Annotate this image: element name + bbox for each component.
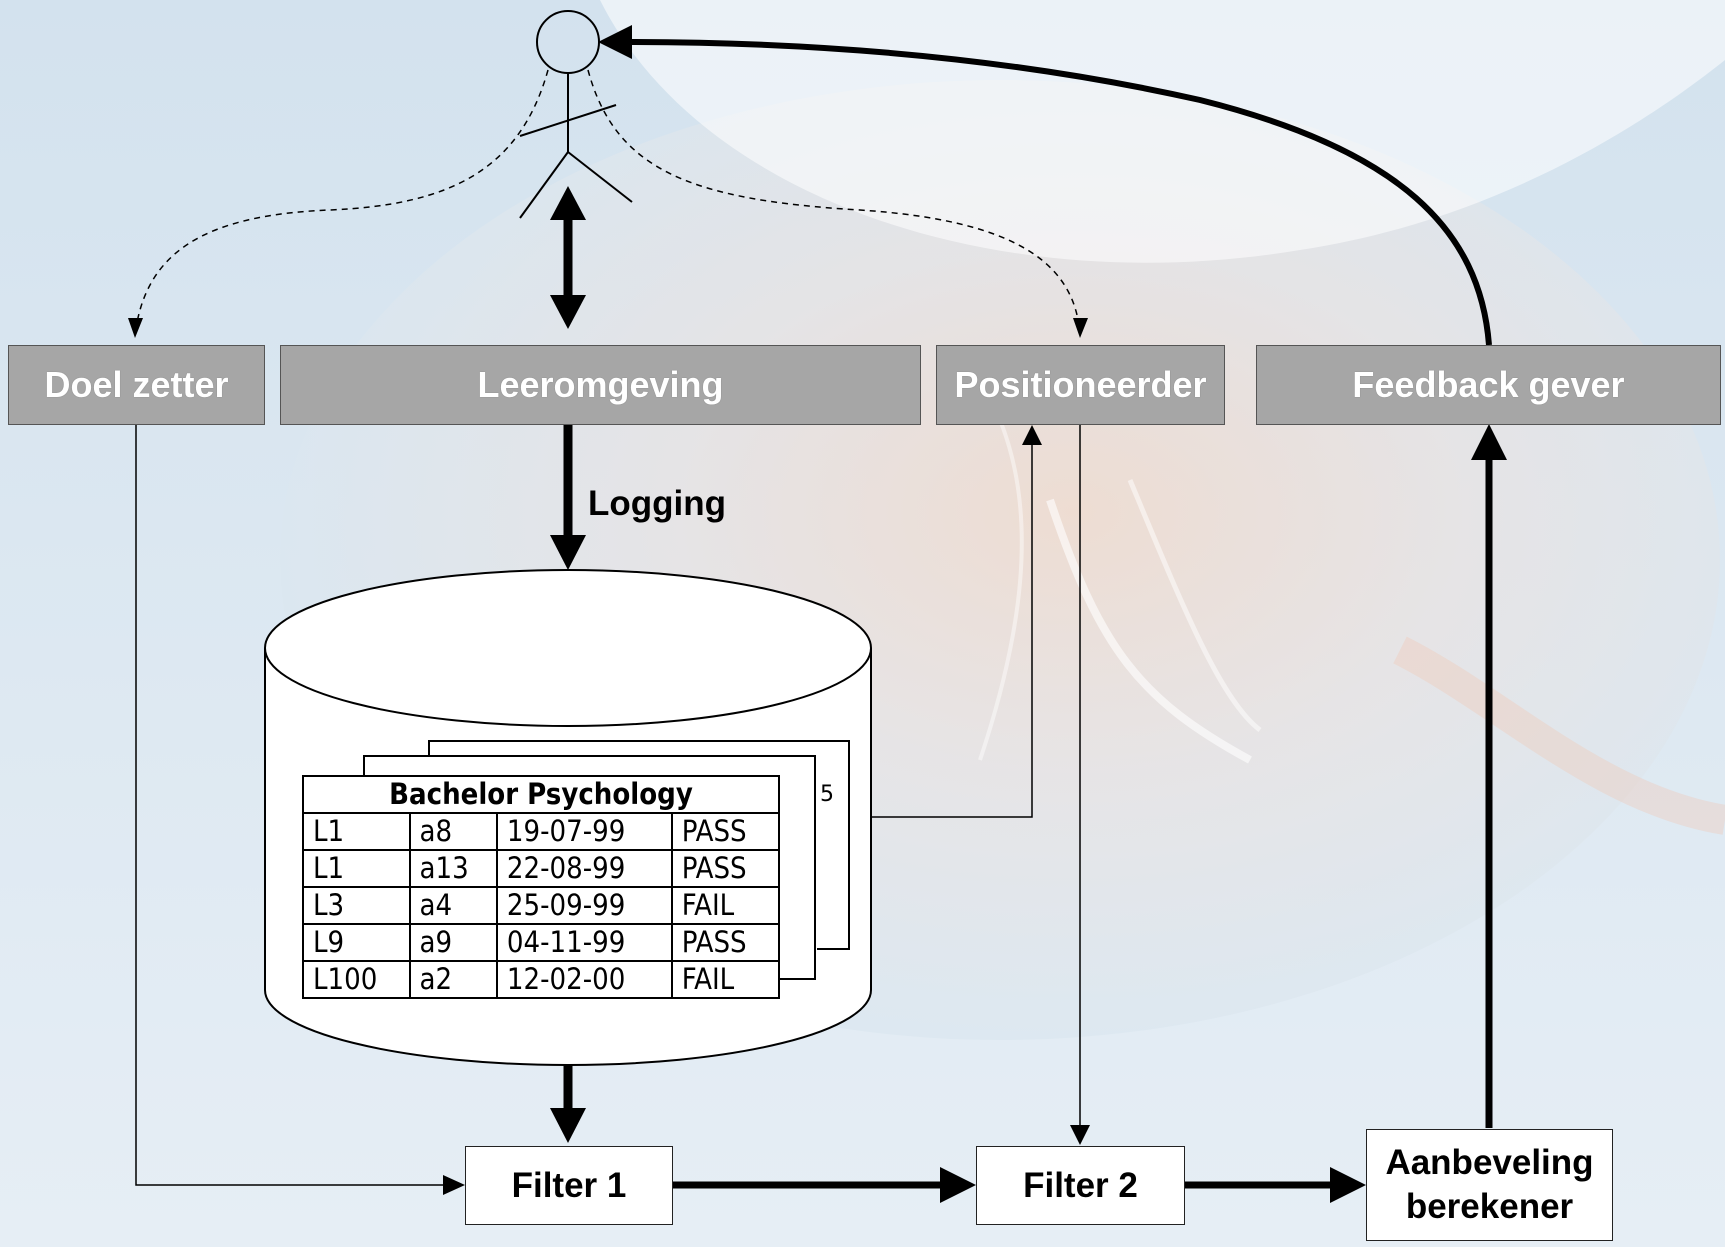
db-to-filter1-arrowhead — [550, 1108, 586, 1143]
db-to-positioneerder-arrowhead — [1022, 425, 1042, 445]
aanbeveling-to-feedback-arrowhead — [1471, 424, 1507, 460]
feedback-arrowhead — [598, 25, 632, 59]
aanbeveling-label-line1: Aanbeveling — [1385, 1143, 1594, 1183]
filter1-to-filter2-arrowhead — [940, 1167, 976, 1203]
feedback-gever-box: Feedback gever — [1256, 345, 1721, 425]
table-row: L1 a13 22-08-99 PASS — [302, 849, 781, 888]
doel-zetter-label: Doel zetter — [44, 364, 229, 405]
dashed-arrowhead-doel — [128, 318, 143, 338]
positioneerder-box: Positioneerder — [936, 345, 1225, 425]
logging-label: Logging — [588, 484, 727, 523]
dashed-arrow-to-doel-zetter — [134, 69, 549, 336]
filter-1-box: Filter 1 — [465, 1146, 673, 1225]
table-row: L1 a8 19-07-99 PASS — [302, 812, 781, 851]
double-arrow-head-down — [550, 295, 586, 329]
doel-to-filter1-arrowhead — [443, 1175, 465, 1195]
logging-arrowhead — [550, 535, 586, 570]
feedback-gever-label: Feedback gever — [1352, 364, 1625, 405]
dashed-arrow-to-positioneerder — [587, 69, 1081, 336]
filter-2-label: Filter 2 — [1023, 1165, 1138, 1205]
feedback-curve-arrow — [627, 39, 1492, 346]
records-table: Bachelor Psychology L1 a8 19-07-99 PASS … — [302, 775, 781, 999]
filter2-to-aanbeveling-arrowhead — [1330, 1167, 1366, 1203]
double-arrow-head-up — [550, 186, 586, 220]
table-row: L100 a2 12-02-00 FAIL — [302, 960, 781, 999]
table-row: L9 a9 04-11-99 PASS — [302, 923, 781, 962]
aanbeveling-label-line2: berekener — [1405, 1187, 1574, 1226]
records-table-title: Bachelor Psychology — [302, 775, 780, 814]
doel-zetter-box: Doel zetter — [8, 345, 265, 425]
table-row: L3 a4 25-09-99 FAIL — [302, 886, 781, 925]
aanbeveling-berekener-box: Aanbeveling berekener — [1366, 1129, 1613, 1241]
dashed-arrowhead-positioneerder — [1073, 318, 1088, 338]
positioneerder-to-filter2-arrowhead — [1070, 1125, 1090, 1145]
filter-2-box: Filter 2 — [976, 1146, 1185, 1225]
filter-1-label: Filter 1 — [511, 1165, 627, 1205]
user-stick-figure-icon — [519, 10, 633, 219]
leeromgeving-box: Leeromgeving — [280, 345, 921, 425]
positioneerder-label: Positioneerder — [954, 364, 1207, 405]
leeromgeving-label: Leeromgeving — [477, 364, 724, 405]
